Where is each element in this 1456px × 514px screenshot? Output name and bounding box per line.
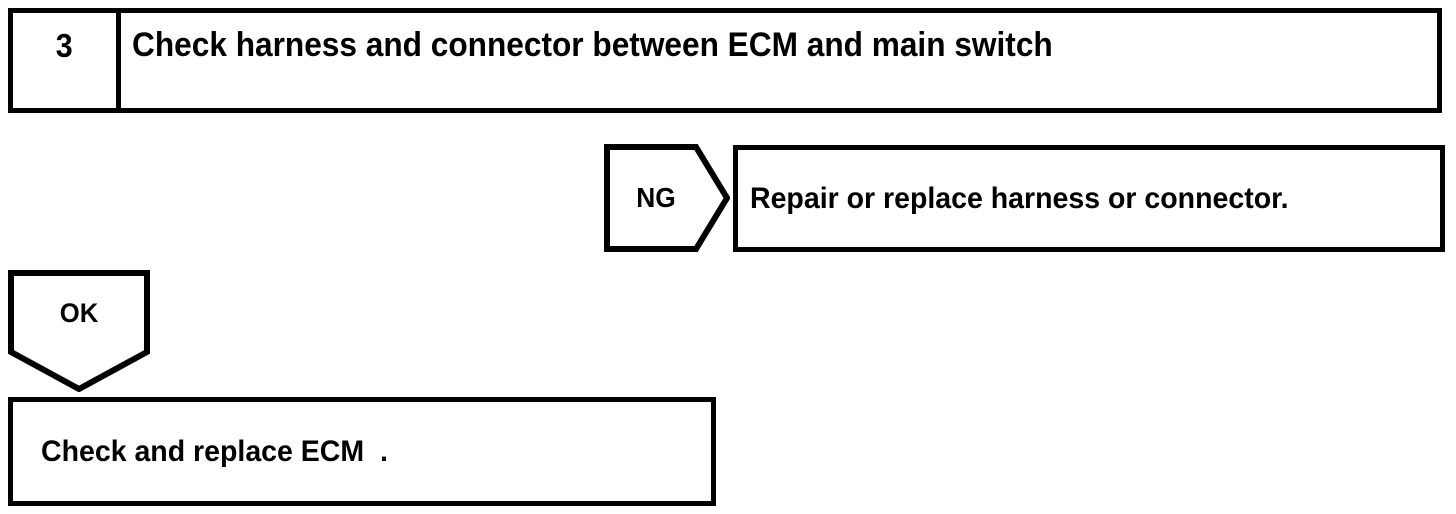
step-number-cell: 3 bbox=[13, 13, 121, 108]
ok-branch-tag: OK bbox=[8, 270, 150, 392]
ng-branch-tag: NG bbox=[604, 144, 730, 252]
step-number: 3 bbox=[56, 27, 73, 64]
ok-pentagon-arrow-icon bbox=[8, 270, 150, 392]
ng-tag-label: NG bbox=[636, 182, 676, 213]
ng-result-box: Repair or replace harness or connector. bbox=[733, 145, 1445, 252]
step-instruction-cell: Check harness and connector between ECM … bbox=[121, 13, 1437, 108]
ok-result-text: Check and replace ECM . bbox=[41, 434, 388, 468]
ng-result-text: Repair or replace harness or connector. bbox=[750, 181, 1289, 215]
ok-result-box: Check and replace ECM . bbox=[8, 397, 716, 506]
ok-tag-label: OK bbox=[59, 297, 99, 328]
step-instruction-text: Check harness and connector between ECM … bbox=[132, 26, 1053, 64]
step-box: 3 Check harness and connector between EC… bbox=[8, 8, 1442, 113]
ng-pentagon-arrow-icon bbox=[604, 144, 730, 252]
